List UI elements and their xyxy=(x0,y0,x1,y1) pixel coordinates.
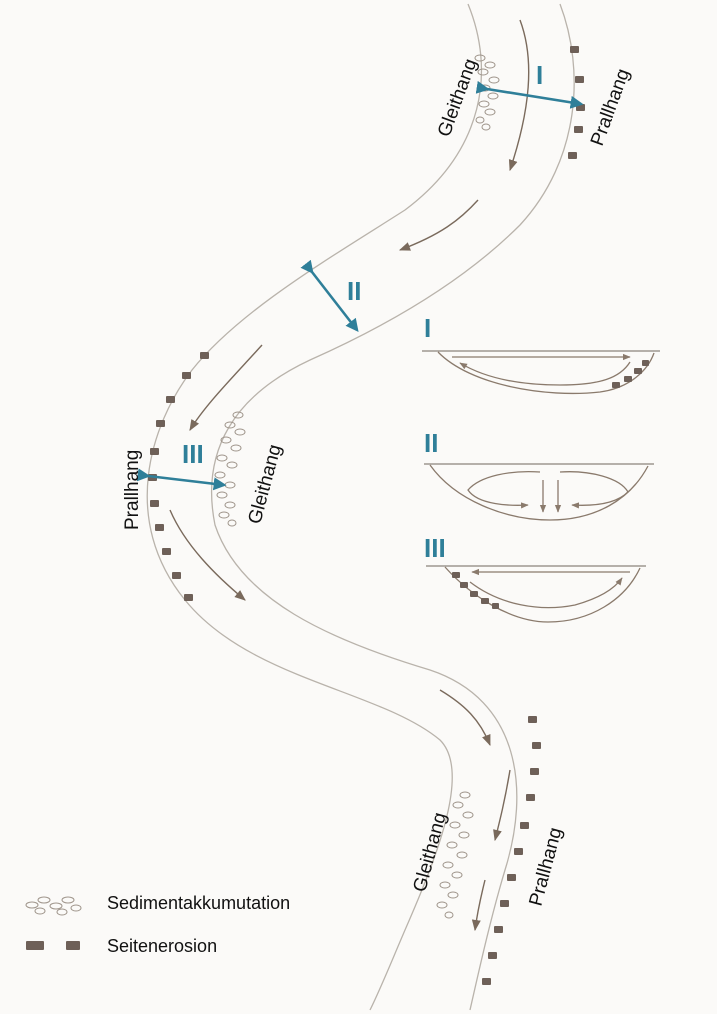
section-marker-one: I xyxy=(536,60,543,90)
current-arrow xyxy=(469,577,623,609)
current-arrow xyxy=(459,361,631,386)
legend-erosion-label: Seitenerosion xyxy=(107,936,217,956)
cross-section-two: II xyxy=(424,428,654,521)
section-arrow-two xyxy=(300,259,359,333)
cross-section-three-erosion xyxy=(452,572,499,609)
current-arrow xyxy=(467,470,541,509)
cross-section-two-label: II xyxy=(424,428,438,458)
current-arrow xyxy=(559,471,629,509)
sediment-cluster-bottom xyxy=(436,791,474,919)
section-arrow-one xyxy=(475,80,584,109)
prallhang-label-top: Prallhang xyxy=(587,66,634,149)
channel-profile xyxy=(429,464,649,521)
legend-erosion-swatch xyxy=(26,941,80,950)
section-marker-two: II xyxy=(347,276,361,306)
prallhang-label-middle: Prallhang xyxy=(122,450,143,530)
left-riverbank xyxy=(146,3,483,1011)
sediment-cluster-middle xyxy=(214,411,246,527)
section-marker-three: III xyxy=(182,439,204,469)
flow-arrow xyxy=(169,509,246,601)
flow-arrow xyxy=(439,689,491,747)
flow-arrows xyxy=(169,19,530,932)
legend-sediment-label: Sedimentakkumutation xyxy=(107,893,290,913)
legend: Sedimentakkumutation Seitenerosion xyxy=(25,893,290,956)
gleithang-label-middle: Gleithang xyxy=(245,442,286,526)
prallhang-label-bottom: Prallhang xyxy=(526,825,567,908)
cross-section-three-label: III xyxy=(424,533,446,563)
cross-section-one-erosion xyxy=(612,360,649,388)
flow-arrow xyxy=(471,879,486,932)
erosion-bottom xyxy=(482,716,541,985)
flow-arrow xyxy=(398,199,479,251)
right-riverbank xyxy=(210,3,575,1011)
flow-arrow xyxy=(493,769,511,842)
section-arrow-three xyxy=(136,468,227,491)
cross-section-one: I xyxy=(422,313,660,395)
cross-section-one-label: I xyxy=(424,313,431,343)
channel-profile xyxy=(437,351,655,395)
flow-arrow xyxy=(189,344,263,431)
channel-profile xyxy=(444,566,641,623)
gleithang-label-top: Gleithang xyxy=(434,56,482,140)
cross-section-three: III xyxy=(424,533,646,623)
legend-sediment-swatch xyxy=(25,896,82,916)
